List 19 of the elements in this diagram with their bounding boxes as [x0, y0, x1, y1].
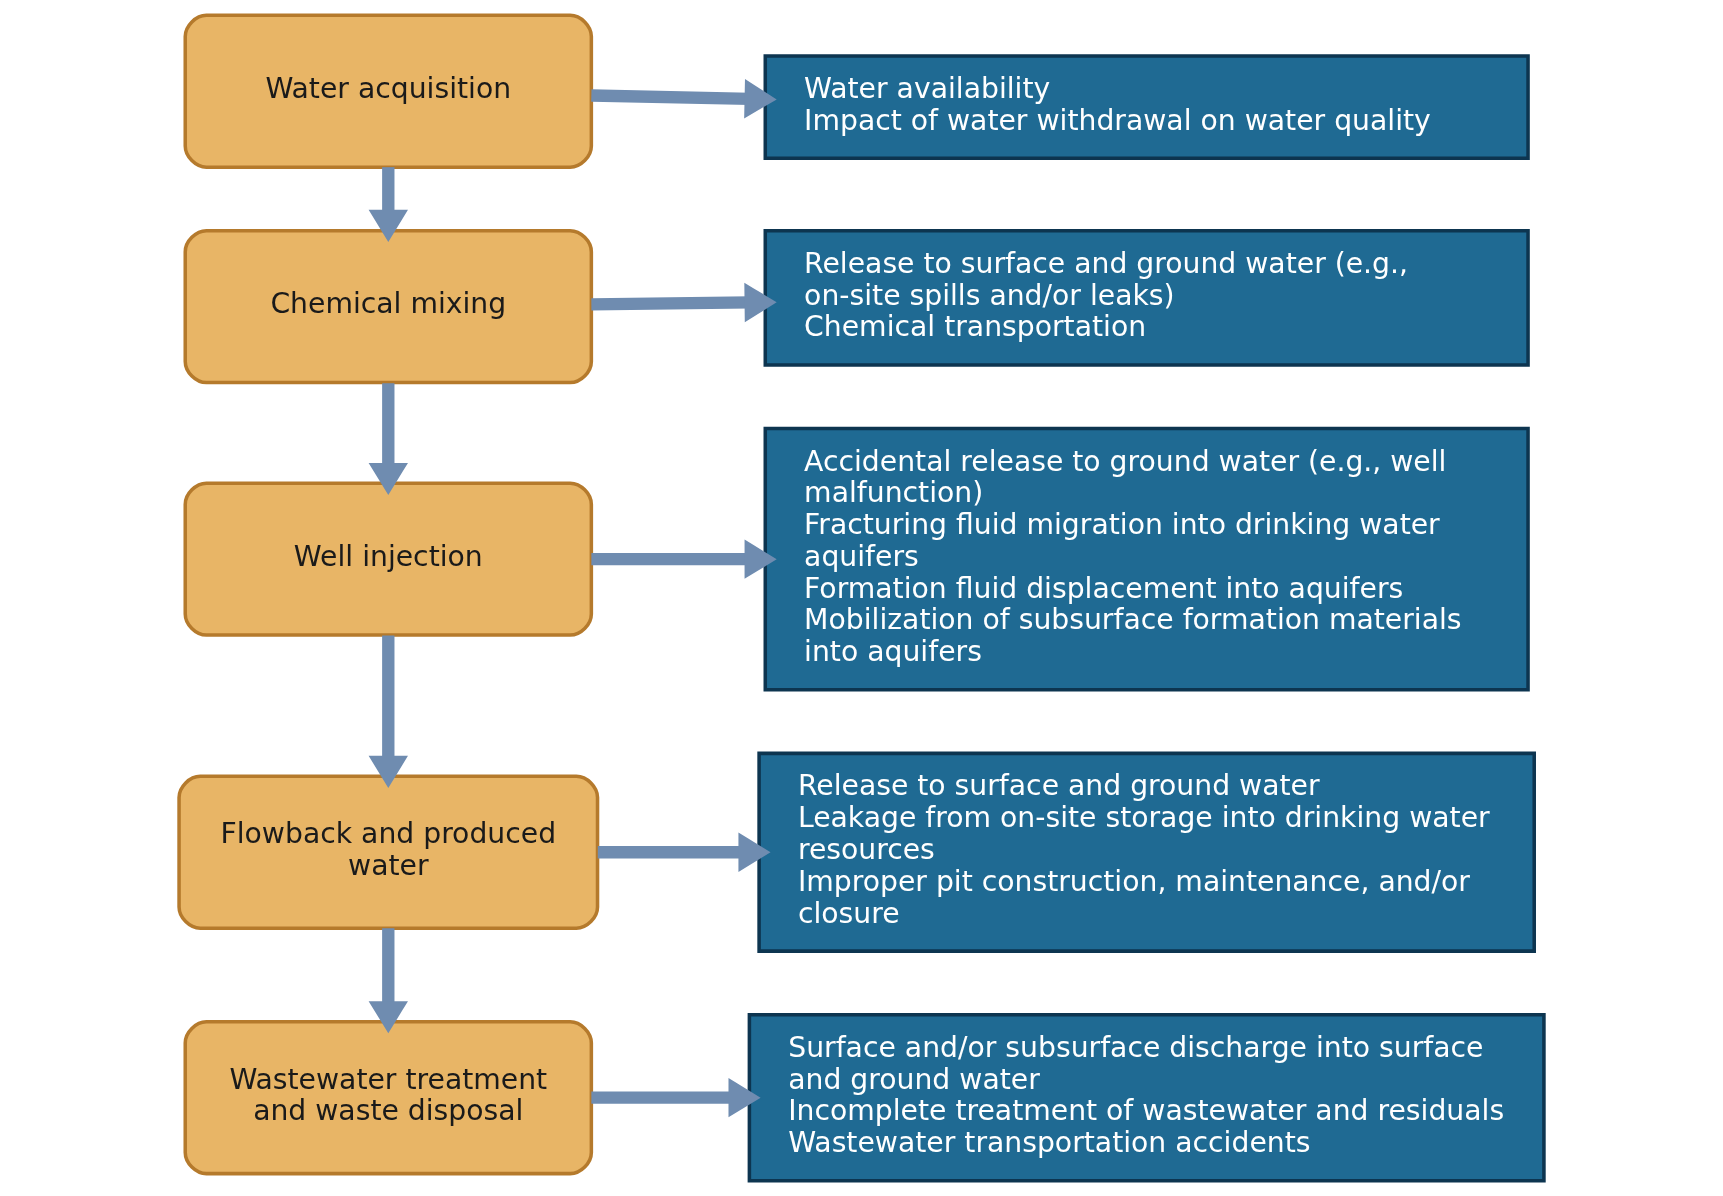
arrow [591, 1078, 761, 1118]
arrow [591, 79, 777, 119]
node-box: Well injection [183, 481, 594, 637]
arrow [597, 832, 771, 872]
node-box: Chemical mixing [183, 228, 594, 385]
node-box: Surface and/or subsurface discharge into surface and ground water Incomplete treatment of wastewater and residuals Wastewater transportation accidents [747, 1012, 1546, 1183]
node-box: Release to surface and ground water (e.g., on-site spills and/or leaks) Chemical transportation [763, 228, 1530, 367]
node-box: Release to surface and ground water Leakage from on-site storage into drinking water resources Improper pit construction, maintenance, and/or closure [757, 751, 1536, 953]
node-box: Flowback and produced water [177, 774, 600, 930]
node-box: Wastewater treatment and waste disposal [183, 1020, 594, 1176]
node-box: Water acquisition [183, 13, 594, 169]
arrow [591, 282, 777, 323]
arrow [591, 539, 777, 579]
arrow [368, 167, 408, 242]
arrow [368, 635, 408, 788]
node-box: Accidental release to ground water (e.g., well malfunction) Fracturing fluid migration into drinking water aquifers Formation fluid displacement into aquifers Mobilization of subsurface formation materials into aquifers [763, 426, 1530, 692]
node-box: Water availability Impact of water withdrawal on water quality [763, 54, 1530, 161]
arrow [368, 928, 408, 1034]
arrow [368, 383, 408, 496]
